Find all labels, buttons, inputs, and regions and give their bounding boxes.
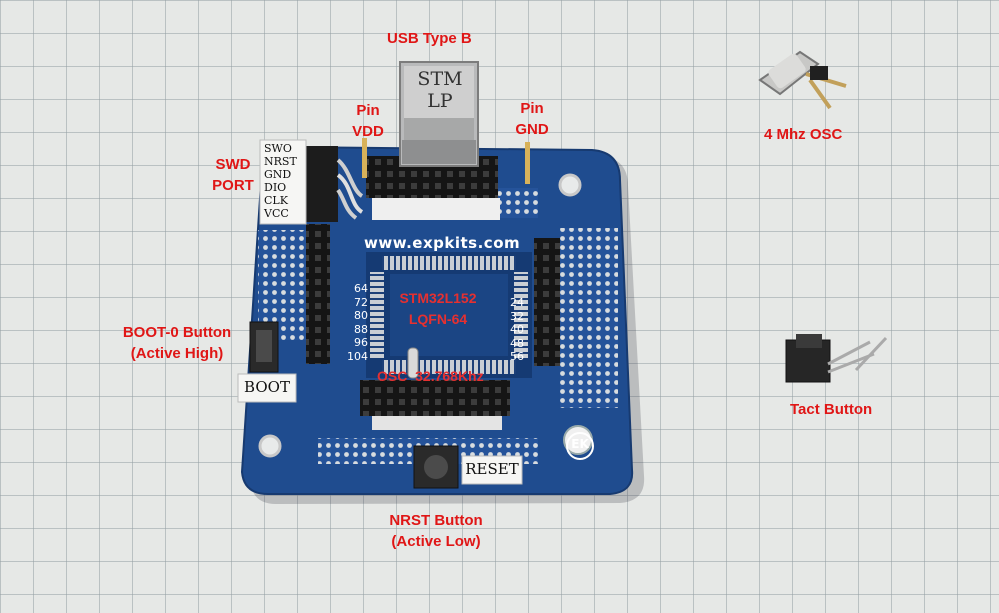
pin-num-56: 56 <box>510 350 524 363</box>
bottom-header-labels <box>372 416 502 430</box>
reset-sticker <box>461 455 523 485</box>
boot-sticker-text: BOOT <box>244 378 290 396</box>
swd-pin-dio: DIO <box>264 181 287 194</box>
label-swd-line1: SWD <box>215 156 251 173</box>
right-header <box>534 238 560 366</box>
label-pin-gnd: Pin GND <box>510 98 554 140</box>
pin-gnd <box>525 142 530 184</box>
pin-num-48: 48 <box>510 336 524 350</box>
usb-stamp-line2: LP <box>427 90 453 112</box>
usb-base <box>402 140 476 164</box>
proto-area-right <box>560 228 618 408</box>
usb-bottom <box>404 118 474 140</box>
wire-1 <box>336 158 364 198</box>
tact-button-part <box>785 334 888 383</box>
pin-num-80: 80 <box>354 309 368 322</box>
label-nrst-line1: NRST Button <box>389 512 483 529</box>
label-swd-line2: PORT <box>212 177 254 194</box>
label-usb-type-b: USB Type B <box>387 30 472 47</box>
label-nrst-line2: (Active Low) <box>391 533 481 550</box>
osc-4mhz-part <box>758 50 847 110</box>
swd-pin-gnd: GND <box>264 168 292 181</box>
swd-header <box>304 146 338 222</box>
crystal-32khz <box>407 347 419 379</box>
mount-hole-bl <box>258 434 282 458</box>
usb-stamp: STM LP <box>412 68 468 112</box>
label-pin-vdd-line1: Pin <box>356 102 380 119</box>
pin-numbers-left: 64 72 80 88 96 104 <box>344 282 368 363</box>
label-boot0-button: BOOT-0 Button (Active High) <box>112 322 242 364</box>
ek-logo-text: EK <box>571 437 589 451</box>
label-nrst-button: NRST Button (Active Low) <box>382 510 490 552</box>
wire-3 <box>336 188 358 220</box>
reset-sticker-text: RESET <box>465 460 519 478</box>
label-pin-vdd-line2: VDD <box>352 123 384 140</box>
pin-num-104: 104 <box>347 349 368 363</box>
pin-num-24: 24 <box>510 296 524 309</box>
qfp-pads-left <box>370 272 384 358</box>
swd-pin-nrst: NRST <box>264 155 297 168</box>
label-4mhz-osc: 4 Mhz OSC <box>764 126 843 143</box>
label-osc-32khz: OSC 32.768Khz <box>377 368 484 384</box>
label-pin-vdd: Pin VDD <box>348 100 388 142</box>
label-boot0-line1: BOOT-0 Button <box>122 324 232 341</box>
wire-2 <box>336 173 364 214</box>
label-mcu-line1: STM32L152 <box>399 290 477 306</box>
pin-num-96: 96 <box>354 336 368 349</box>
label-boot0-line2: (Active High) <box>130 345 224 362</box>
swd-pin-vcc: VCC <box>264 207 289 220</box>
swd-pin-clk: CLK <box>264 194 288 207</box>
left-header <box>306 224 330 364</box>
label-swd-port: SWD PORT <box>206 154 260 196</box>
ek-logo <box>566 432 594 460</box>
pin-num-72: 72 <box>354 295 368 309</box>
mount-hole-tr <box>558 173 582 197</box>
label-mcu-line2: LQFN-64 <box>408 311 468 327</box>
pin-num-32: 32 <box>510 309 524 323</box>
pin-num-40: 40 <box>510 323 524 336</box>
bottom-header <box>360 380 510 416</box>
pin-num-88: 88 <box>354 322 368 336</box>
pin-vdd <box>362 138 367 178</box>
boot-button-cap <box>256 330 272 362</box>
swd-sticker-text: SWO NRST GND DIO CLK VCC <box>264 142 304 220</box>
swd-sticker <box>259 139 307 225</box>
usb-face <box>404 66 474 118</box>
usb-stamp-line1: STM <box>417 68 463 90</box>
board-url: www.expkits.com <box>364 234 521 252</box>
label-mcu: STM32L152 LQFN-64 <box>388 288 488 330</box>
pin-numbers-right: 24 32 40 48 56 <box>500 296 524 364</box>
label-pin-gnd-line1: Pin <box>520 100 544 117</box>
label-tact-button: Tact Button <box>790 401 873 418</box>
swd-pin-swo: SWO <box>264 142 292 155</box>
qfp-center <box>390 274 508 356</box>
reset-button-cap <box>424 455 448 479</box>
qfp-pads-right <box>514 272 528 358</box>
label-pin-gnd-line2: GND <box>515 121 549 138</box>
top-header-labels <box>372 198 500 220</box>
boot-sticker <box>237 373 297 403</box>
pin-num-64: 64 <box>354 282 368 295</box>
qfp-pads-top <box>382 256 516 270</box>
